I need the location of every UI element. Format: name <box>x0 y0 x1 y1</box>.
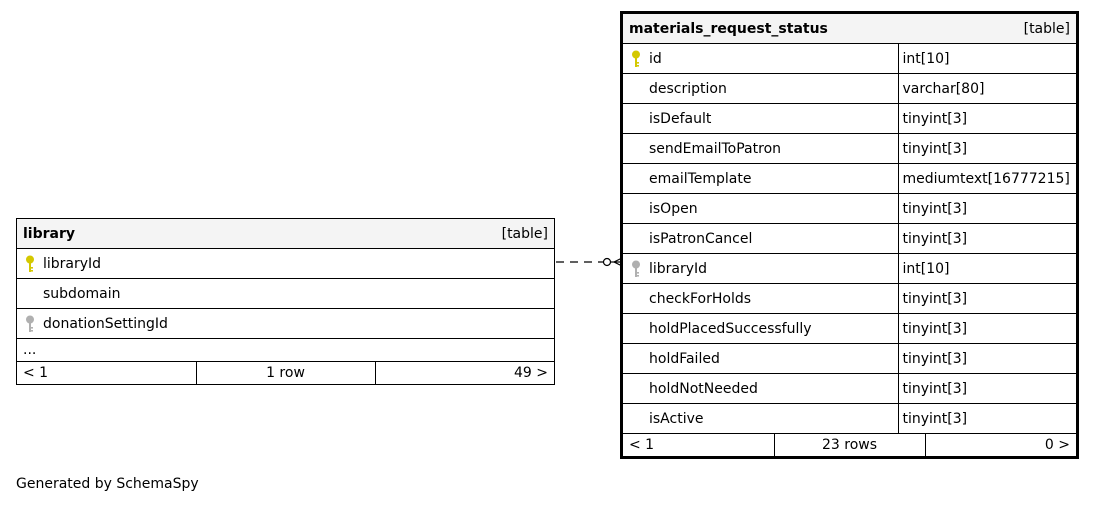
column-type: tinyint[3] <box>897 343 1076 374</box>
table-row[interactable]: isPatronCancel tinyint[3] <box>623 223 1076 254</box>
table-row[interactable]: donationSettingId <box>17 308 554 339</box>
column-name: isPatronCancel <box>649 230 753 247</box>
table-row[interactable]: subdomain <box>17 278 554 309</box>
column-name: holdNotNeeded <box>649 380 758 397</box>
column-type: mediumtext[16777215] <box>897 163 1076 194</box>
table-name[interactable]: library <box>23 225 76 242</box>
next-page-link[interactable]: 0 > <box>924 434 1076 456</box>
column-type: varchar[80] <box>897 73 1076 104</box>
primary-key-icon <box>632 50 640 67</box>
library-table[interactable]: library [table] libraryId subdomain donation… <box>16 218 555 385</box>
table-row[interactable]: holdFailed tinyint[3] <box>623 343 1076 374</box>
column-type: tinyint[3] <box>897 373 1076 404</box>
table-row[interactable]: isActive tinyint[3] <box>623 403 1076 434</box>
column-name: description <box>649 80 727 97</box>
table-row[interactable]: sendEmailToPatron tinyint[3] <box>623 133 1076 164</box>
column-name: id <box>649 50 662 67</box>
primary-key-icon <box>26 255 34 272</box>
table-row[interactable]: isOpen tinyint[3] <box>623 193 1076 224</box>
foreign-key-icon <box>632 260 640 277</box>
table-kind-label: [table] <box>1023 20 1070 37</box>
column-name: isOpen <box>649 200 698 217</box>
row-count: 23 rows <box>773 434 925 456</box>
column-name: donationSettingId <box>43 315 168 332</box>
generated-by-text: Generated by SchemaSpy <box>16 476 199 492</box>
materials-request-status-table[interactable]: materials_request_status [table] id int[10]… <box>620 11 1079 459</box>
column-name: subdomain <box>43 285 121 302</box>
column-name: holdFailed <box>649 350 720 367</box>
column-type: tinyint[3] <box>897 403 1076 434</box>
table-row[interactable]: libraryId <box>17 248 554 279</box>
table-name[interactable]: materials_request_status <box>629 20 828 37</box>
zero-cardinality-marker <box>602 257 612 267</box>
prev-page-link[interactable]: < 1 <box>629 437 655 453</box>
next-page-link[interactable]: 49 > <box>374 362 554 384</box>
foreign-key-icon <box>26 315 34 332</box>
table-row[interactable]: libraryId int[10] <box>623 253 1076 284</box>
column-type: int[10] <box>897 253 1076 284</box>
column-name: isActive <box>649 410 704 427</box>
table-row[interactable]: description varchar[80] <box>623 73 1076 104</box>
table-row[interactable]: holdNotNeeded tinyint[3] <box>623 373 1076 404</box>
column-name: checkForHolds <box>649 290 752 307</box>
column-type: tinyint[3] <box>897 313 1076 344</box>
ellipsis-text: ... <box>17 338 554 362</box>
column-name: isDefault <box>649 110 712 127</box>
column-type: tinyint[3] <box>897 133 1076 164</box>
table-row[interactable]: emailTemplate mediumtext[16777215] <box>623 163 1076 194</box>
column-name: sendEmailToPatron <box>649 140 782 157</box>
column-type: int[10] <box>897 43 1076 74</box>
column-type: tinyint[3] <box>897 283 1076 314</box>
table-row[interactable]: isDefault tinyint[3] <box>623 103 1076 134</box>
column-type: tinyint[3] <box>897 193 1076 224</box>
table-header: materials_request_status [table] <box>623 14 1076 44</box>
more-columns-row: ... <box>17 338 554 362</box>
table-row[interactable]: id int[10] <box>623 43 1076 74</box>
table-row[interactable]: checkForHolds tinyint[3] <box>623 283 1076 314</box>
table-kind-label: [table] <box>501 225 548 242</box>
column-name: libraryId <box>43 255 102 272</box>
column-type: tinyint[3] <box>897 103 1076 134</box>
table-row[interactable]: holdPlacedSuccessfully tinyint[3] <box>623 313 1076 344</box>
column-name: libraryId <box>649 260 708 277</box>
column-name: emailTemplate <box>649 170 752 187</box>
prev-page-link[interactable]: < 1 <box>23 365 49 381</box>
column-name: holdPlacedSuccessfully <box>649 320 812 337</box>
row-count: 1 row <box>195 362 375 384</box>
column-type: tinyint[3] <box>897 223 1076 254</box>
table-header: library [table] <box>17 219 554 249</box>
